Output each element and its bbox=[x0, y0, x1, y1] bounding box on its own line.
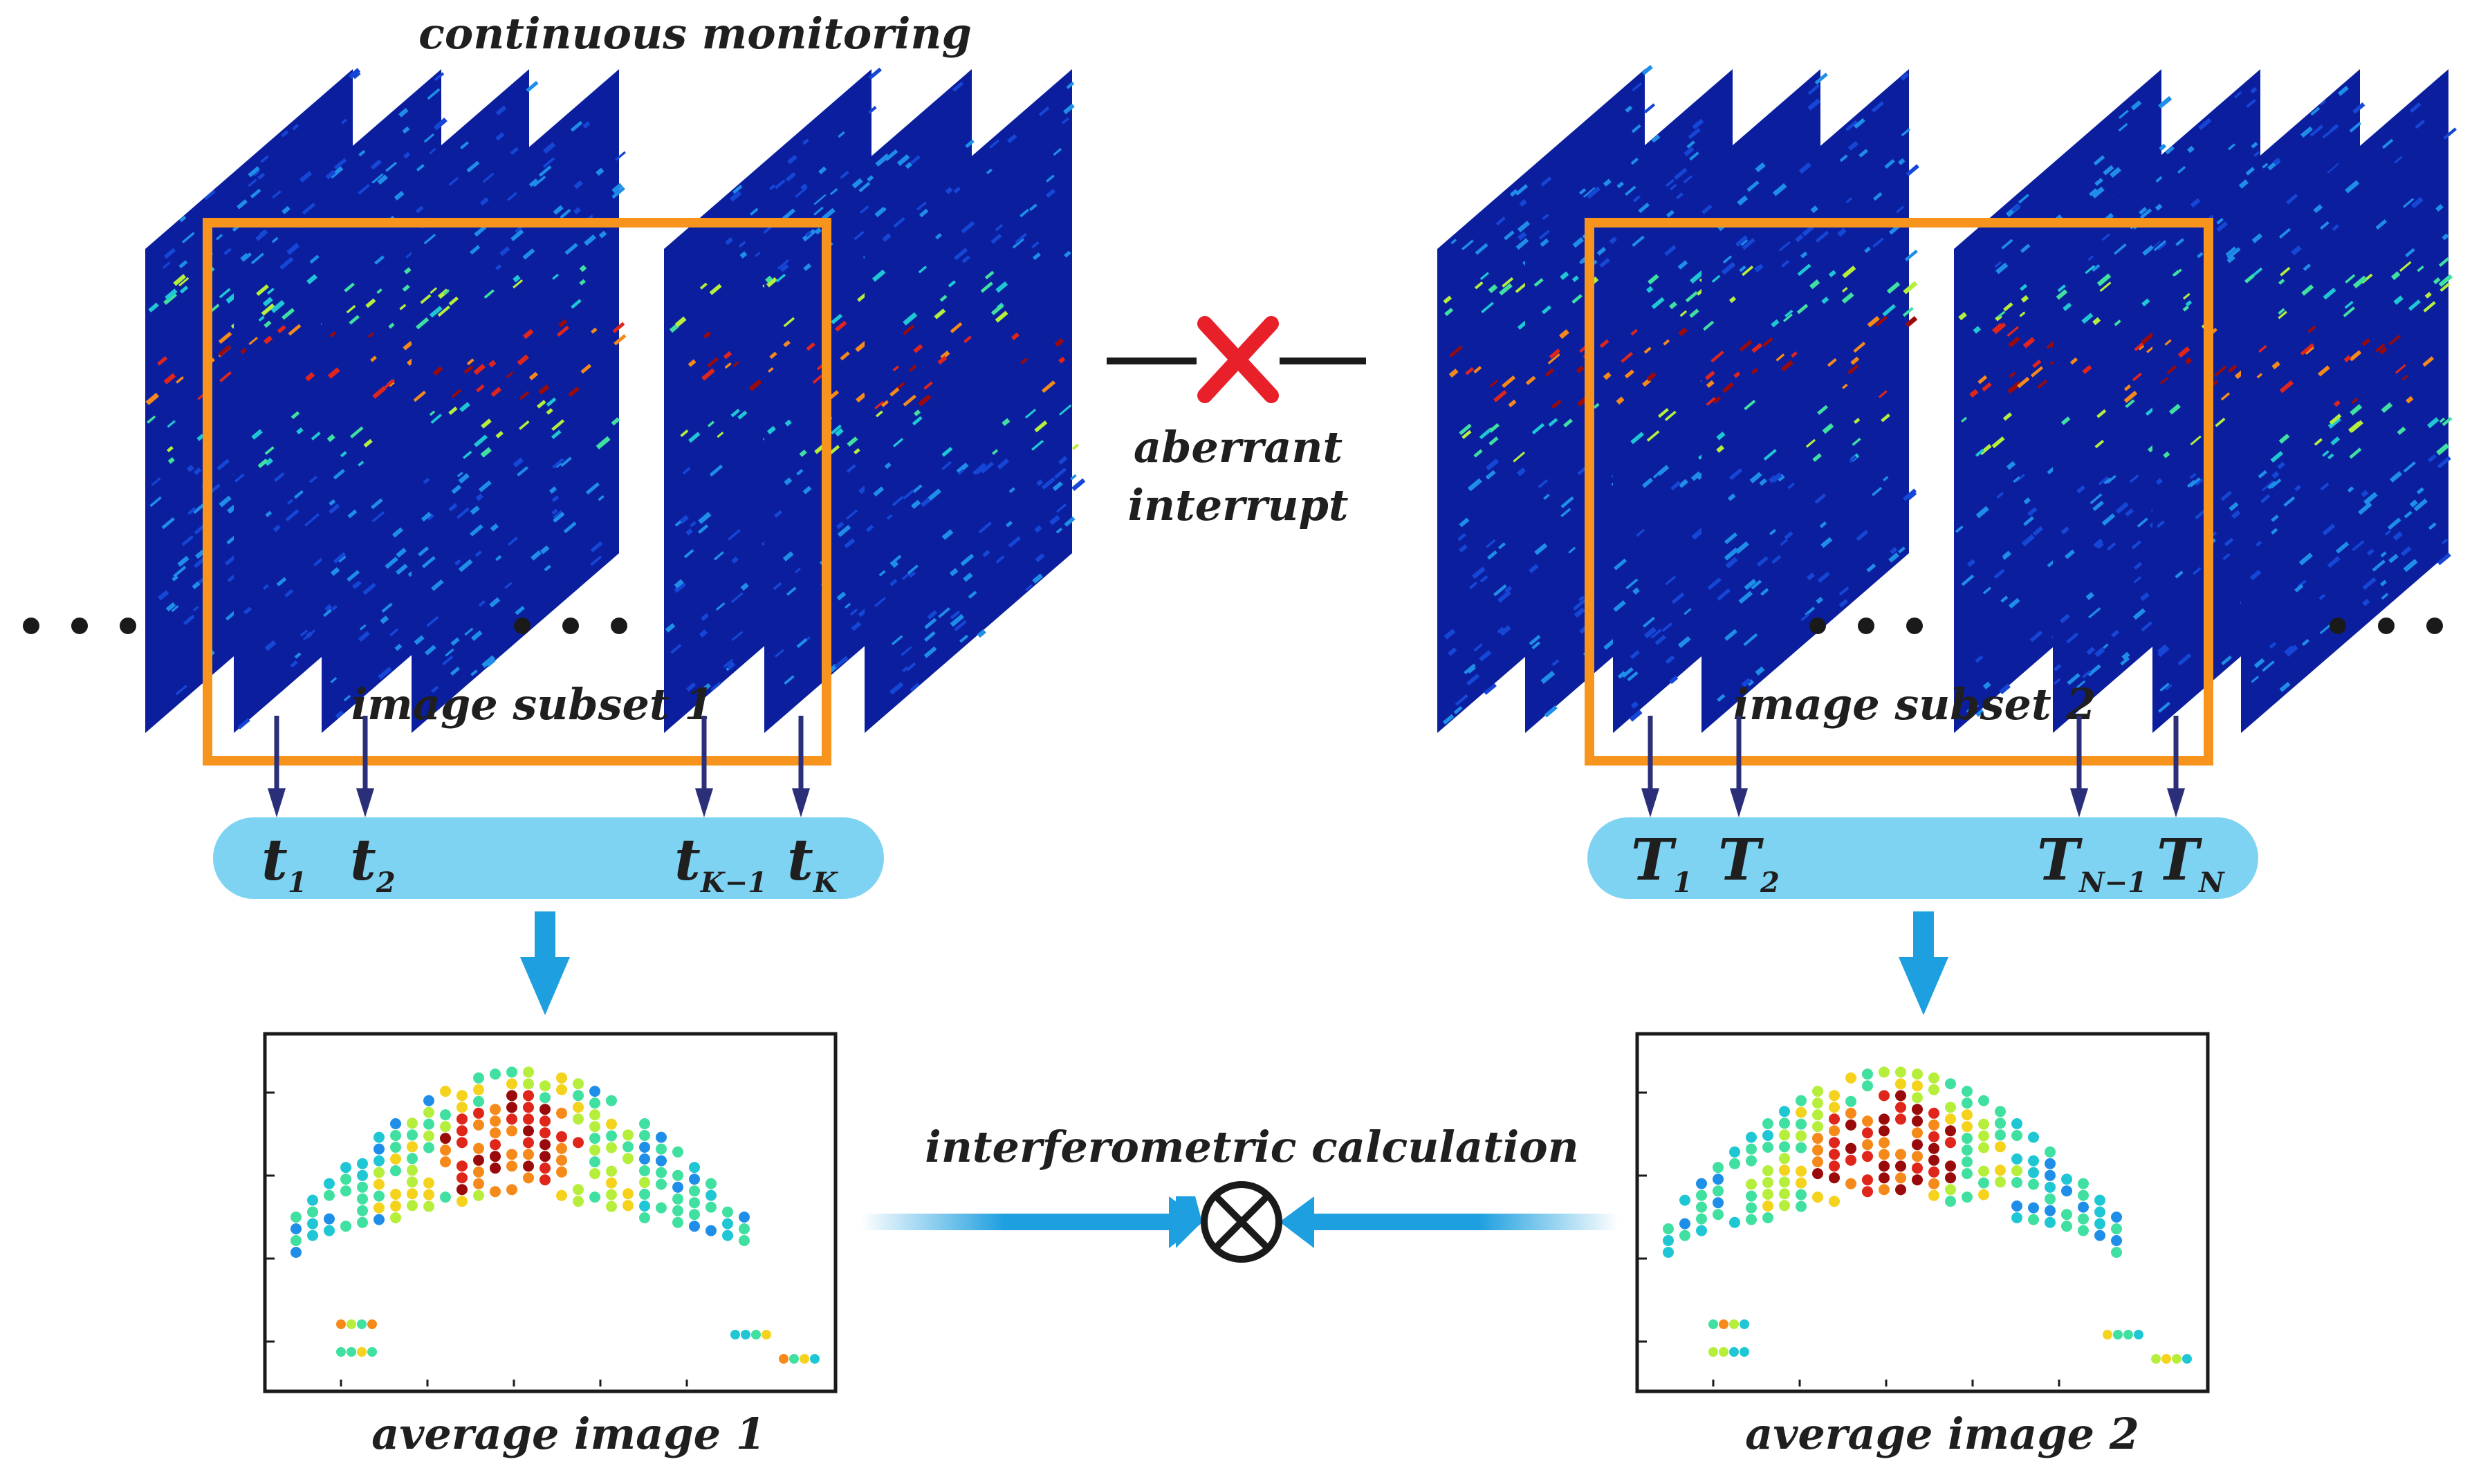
time-symbol-subset1-0: t1 bbox=[261, 827, 307, 899]
time-pill-2 bbox=[1587, 817, 2258, 899]
radar-frame-left-7 bbox=[865, 69, 1086, 733]
time-symbol-subset1-2: tK−1 bbox=[674, 827, 767, 899]
tick-arrow-2 bbox=[356, 716, 374, 817]
time-symbol-subset2-3: TN bbox=[2157, 827, 2225, 899]
sample-time-arrows bbox=[268, 716, 2185, 817]
ellipsis-right-inner bbox=[1809, 618, 1923, 634]
ellipsis-right-outer bbox=[2330, 618, 2443, 634]
tick-arrow-5 bbox=[1641, 716, 1659, 817]
title-continuous-monitoring: continuous monitoring bbox=[418, 8, 972, 59]
subset-box-1 bbox=[203, 218, 831, 766]
time-symbol-subset1-1: t2 bbox=[350, 827, 396, 899]
multiply-operator-icon bbox=[1201, 1181, 1282, 1263]
tick-arrow-3 bbox=[695, 716, 713, 817]
tick-arrow-6 bbox=[1730, 716, 1748, 817]
image-stack-left bbox=[145, 67, 1086, 733]
down-arrow-2 bbox=[1899, 911, 1948, 1015]
radar-frame-left-4 bbox=[412, 69, 627, 733]
average-image-panel-2 bbox=[1635, 1032, 2210, 1393]
radar-frame-right-8 bbox=[2241, 69, 2457, 733]
time-symbol-subset1-3: tK bbox=[787, 827, 839, 899]
average-image-2-label: average image 2 bbox=[1745, 1409, 2139, 1459]
average-image-panel-1 bbox=[263, 1032, 838, 1393]
time-symbol-subset2-1: T2 bbox=[1718, 827, 1780, 899]
cross-icon bbox=[1197, 316, 1279, 403]
time-pill-1 bbox=[213, 817, 884, 899]
subset-box-2 bbox=[1585, 218, 2213, 766]
interrupt-label-line1: aberrant bbox=[1134, 422, 1343, 472]
ellipsis-left-outer bbox=[23, 618, 136, 634]
tick-arrow-7 bbox=[2070, 716, 2088, 817]
interferometric-arrow-left bbox=[861, 1196, 1203, 1248]
subset-1-label: image subset 1 bbox=[351, 679, 714, 730]
interrupt-label-line2: interrupt bbox=[1127, 480, 1348, 530]
down-arrow-1 bbox=[520, 911, 570, 1015]
time-symbol-subset2-0: T1 bbox=[1631, 827, 1692, 899]
time-symbol-subset2-2: TN−1 bbox=[2037, 827, 2147, 899]
interferometric-label: interferometric calculation bbox=[925, 1122, 1578, 1172]
interrupt-connector bbox=[1107, 316, 1366, 403]
tick-arrow-8 bbox=[2167, 716, 2185, 817]
interferometric-arrow-right bbox=[1280, 1196, 1618, 1248]
average-image-1-label: average image 1 bbox=[371, 1409, 766, 1459]
tick-arrow-4 bbox=[792, 716, 810, 817]
tick-arrow-1 bbox=[268, 716, 286, 817]
ellipsis-left-inner bbox=[514, 618, 627, 634]
subset-2-label: image subset 2 bbox=[1733, 679, 2096, 730]
radar-frame-right-4 bbox=[1701, 69, 1919, 733]
